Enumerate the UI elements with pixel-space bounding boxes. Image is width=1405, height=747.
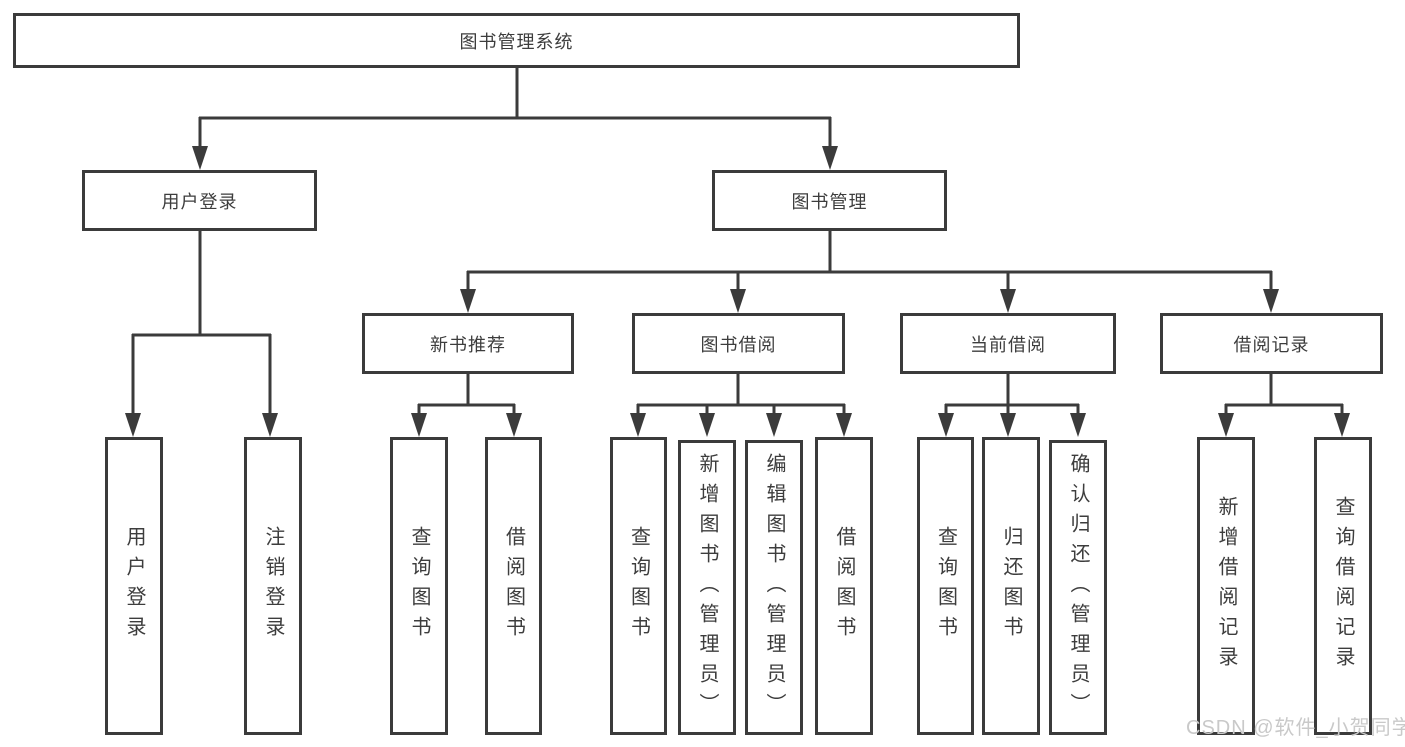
connector-root	[192, 68, 838, 170]
connector-new-book-recommend	[411, 374, 522, 437]
node-leaf-query-book-2-label: 查询图书	[627, 526, 650, 646]
node-new-book-recommend: 新书推荐	[362, 313, 574, 374]
node-book-management-label: 图书管理	[791, 191, 868, 212]
node-leaf-logout-label: 注销登录	[262, 526, 284, 646]
watermark: CSDN @软件_小贺同学	[1186, 717, 1405, 739]
node-leaf-query-book-1-label: 查询图书	[408, 526, 430, 646]
node-book-management: 图书管理	[712, 170, 947, 231]
node-leaf-confirm-return-admin-label: 确认归还（管理员）	[1067, 452, 1089, 723]
node-borrow-records: 借阅记录	[1160, 313, 1383, 374]
node-leaf-borrow-book-1: 借阅图书	[485, 437, 542, 735]
node-leaf-confirm-return-admin: 确认归还（管理员）	[1049, 440, 1107, 735]
node-root-label: 图书管理系统	[459, 31, 574, 52]
node-book-borrow: 图书借阅	[632, 313, 845, 374]
node-leaf-user-login-label: 用户登录	[123, 526, 145, 646]
node-new-book-recommend-label: 新书推荐	[430, 334, 506, 355]
node-book-borrow-label: 图书借阅	[700, 334, 777, 355]
node-leaf-borrow-book-1-label: 借阅图书	[502, 526, 525, 646]
connector-book-management	[460, 230, 1279, 313]
node-current-borrow-label: 当前借阅	[970, 334, 1046, 355]
node-leaf-query-book-2: 查询图书	[610, 437, 667, 735]
node-leaf-query-book-3-label: 查询图书	[934, 526, 957, 646]
node-borrow-records-label: 借阅记录	[1233, 334, 1310, 355]
node-leaf-add-borrow-record: 新增借阅记录	[1197, 437, 1255, 735]
connector-book-borrow	[630, 374, 852, 437]
node-leaf-add-book-admin-label: 新增图书（管理员）	[696, 452, 718, 723]
node-user-login-label: 用户登录	[161, 191, 238, 212]
node-leaf-user-login: 用户登录	[105, 437, 163, 735]
connector-borrow-records	[1218, 374, 1350, 437]
node-leaf-borrow-book-2: 借阅图书	[815, 437, 873, 735]
node-leaf-edit-book-admin: 编辑图书（管理员）	[745, 440, 803, 735]
node-current-borrow: 当前借阅	[900, 313, 1116, 374]
node-leaf-return-book: 归还图书	[982, 437, 1040, 735]
node-leaf-borrow-book-2-label: 借阅图书	[833, 526, 855, 646]
node-leaf-query-book-1: 查询图书	[390, 437, 448, 735]
node-leaf-query-borrow-record: 查询借阅记录	[1314, 437, 1372, 735]
node-root: 图书管理系统	[13, 13, 1020, 68]
node-leaf-return-book-label: 归还图书	[1000, 526, 1022, 646]
node-user-login: 用户登录	[82, 170, 317, 231]
connector-user-login	[125, 230, 278, 437]
connector-current-borrow	[938, 374, 1086, 437]
node-leaf-query-book-3: 查询图书	[917, 437, 974, 735]
node-leaf-add-book-admin: 新增图书（管理员）	[678, 440, 736, 735]
node-leaf-add-borrow-record-label: 新增借阅记录	[1215, 496, 1237, 676]
node-leaf-edit-book-admin-label: 编辑图书（管理员）	[763, 452, 785, 723]
node-leaf-query-borrow-record-label: 查询借阅记录	[1332, 496, 1354, 676]
node-leaf-logout: 注销登录	[244, 437, 302, 735]
